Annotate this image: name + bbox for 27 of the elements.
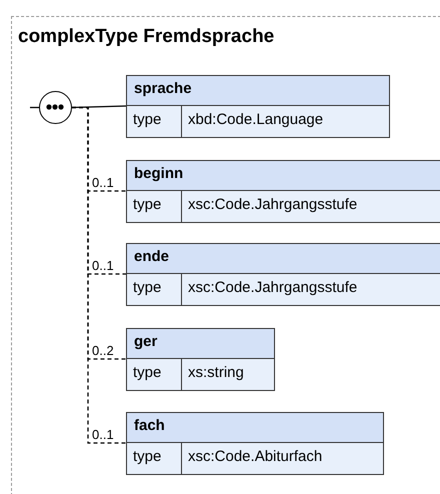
element-name: fach [127, 413, 383, 443]
multiplicity-label: 0..2 [91, 344, 115, 357]
connector [72, 106, 126, 444]
element-box [126, 75, 390, 138]
element-name: ger [127, 329, 274, 359]
type-label: type [127, 359, 182, 390]
type-value: xsc:Code.Jahrgangsstufe [187, 195, 358, 215]
type-value: xbd:Code.Language [187, 110, 324, 130]
sequence-compositor [39, 91, 72, 124]
type-label: type [127, 191, 182, 222]
frame-title: complexType Fremdsprache [18, 26, 274, 48]
type-value: xsc:Code.Abiturfach [187, 447, 324, 467]
element-name: beginn [127, 161, 440, 191]
type-label: type [127, 106, 182, 137]
type-value: xsc:Code.Jahrgangsstufe [187, 278, 358, 298]
type-label: type [127, 443, 182, 474]
element-name: sprache [127, 76, 389, 106]
element-box [126, 160, 440, 223]
type-label: type [127, 274, 182, 305]
type-value: xs:string [187, 363, 245, 383]
multiplicity-label: 0..1 [91, 259, 115, 272]
element-box [126, 328, 275, 391]
multiplicity-label: 0..1 [91, 176, 115, 189]
element-name: ende [127, 244, 440, 274]
multiplicity-label: 0..1 [91, 428, 115, 441]
element-box [126, 412, 384, 475]
element-box [126, 243, 440, 306]
